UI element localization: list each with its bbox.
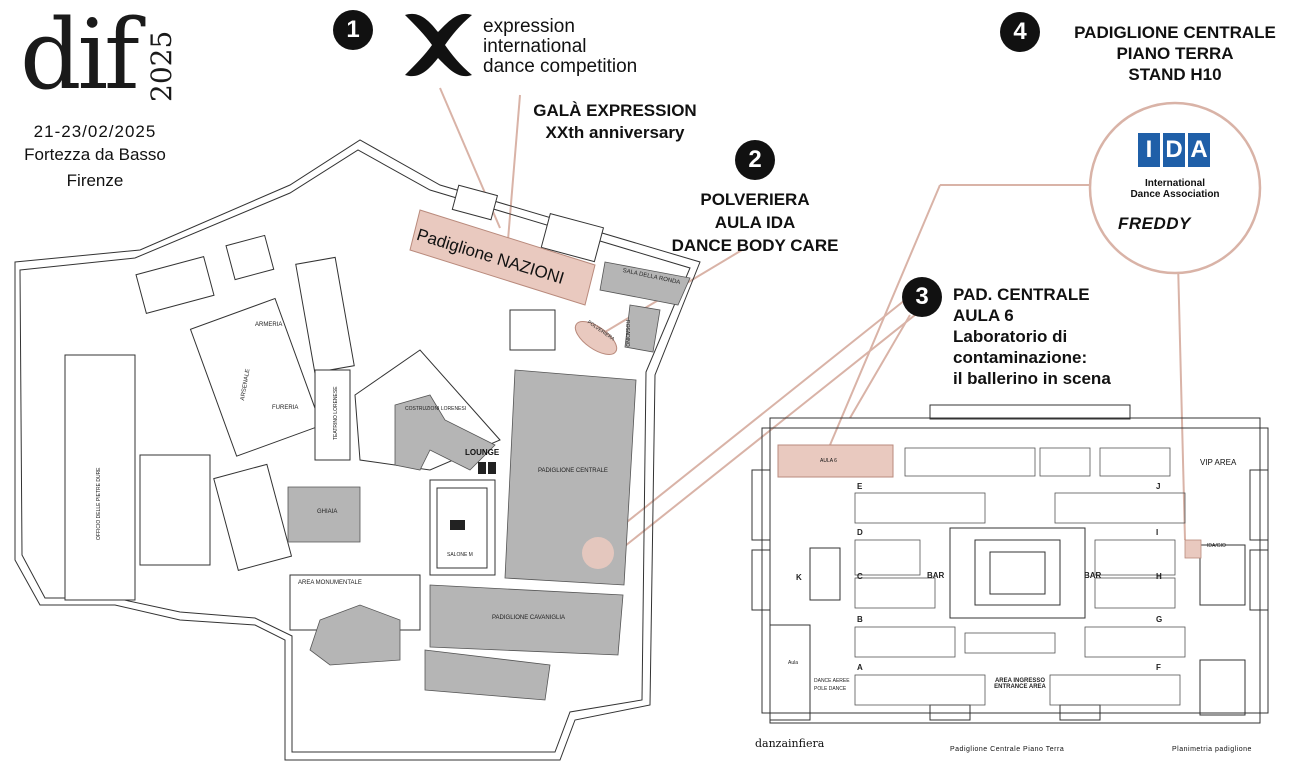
site-map-outline <box>14 139 701 761</box>
ida-letter-i: I <box>1138 133 1160 167</box>
marker-2-line2: AULA IDA <box>714 213 796 232</box>
row-d: D <box>857 528 863 537</box>
expression-brand-line1: expression <box>483 16 575 37</box>
site-buildings <box>287 261 691 701</box>
marker-2-line3: DANCE BODY CARE <box>671 236 839 255</box>
event-venue: Fortezza da Basso <box>24 145 166 164</box>
entrance-line2: ENTRANCE AREA <box>994 684 1046 690</box>
entrance-line1: AREA INGRESSO <box>994 678 1046 684</box>
ida-letter-d: D <box>1163 133 1185 167</box>
row-g: G <box>1156 615 1163 624</box>
ida-name: International Dance Association <box>1105 178 1245 200</box>
row-a: A <box>857 663 863 672</box>
aula-6-label: AULA 6 <box>820 458 837 464</box>
costruzioni-label: COSTRUZIONI LORENESI <box>405 406 467 412</box>
entrance-area-label: AREA INGRESSO ENTRANCE AREA <box>975 678 1065 690</box>
lounge-label: LOUNGE <box>465 448 500 457</box>
event-city: Firenze <box>66 171 124 190</box>
freddy-logo: FREDDY <box>1118 214 1191 233</box>
marker-2-text: POLVERIERA AULA IDA DANCE BODY CARE <box>650 188 860 257</box>
marker-4-badge: 4 <box>1000 12 1040 52</box>
bar-left-label: BAR <box>927 571 945 580</box>
polveriera-shape <box>574 321 618 355</box>
row-k: K <box>796 573 802 582</box>
marker-2-line1: POLVERIERA <box>700 190 810 209</box>
left-small-1: Aula <box>788 660 799 666</box>
row-j: J <box>1156 482 1161 491</box>
marker-4-text: PADIGLIONE CENTRALE PIANO TERRA STAND H1… <box>1060 22 1290 85</box>
ghiaia-label: GHIAIA <box>317 509 338 515</box>
row-h: H <box>1156 572 1162 581</box>
marker-4-line1: PADIGLIONE CENTRALE <box>1074 23 1276 42</box>
row-b: B <box>857 615 863 624</box>
footer-mid: Padiglione Centrale Piano Terra <box>950 746 1065 753</box>
event-dates: 21-23/02/2025 <box>33 122 157 141</box>
stand-label: IDA/GIO <box>1207 543 1226 549</box>
floor-stands <box>854 447 1186 706</box>
marker-1-badge: 1 <box>333 10 373 50</box>
fureria-label: FURERIA <box>272 405 299 411</box>
expression-brand-line2: international <box>483 36 587 57</box>
marker-3-line2: AULA 6 <box>953 306 1014 325</box>
footer-brand: danzainfiera <box>755 737 825 750</box>
pad-cavaniglia-label: PADIGLIONE CAVANIGLIA <box>492 615 566 621</box>
ida-name-line1: International <box>1144 178 1205 189</box>
row-f: F <box>1156 663 1161 672</box>
pad-centrale-label: PADIGLIONE CENTRALE <box>538 468 608 474</box>
marker-3-line4: contaminazione: <box>953 348 1088 367</box>
row-e: E <box>857 482 863 491</box>
marker-2-badge: 2 <box>735 140 775 180</box>
floor-plan <box>751 404 1269 724</box>
marker-3-badge: 3 <box>902 277 942 317</box>
armeria-label: ARMERIA <box>255 322 283 328</box>
salone-m-label: SALONE M <box>447 552 473 558</box>
ida-letter-a: A <box>1188 133 1210 167</box>
ida-callout-circle <box>1088 101 1262 275</box>
left-small-2: DANCE AEREE <box>814 678 850 684</box>
row-c: C <box>857 572 863 581</box>
marker-3-text: PAD. CENTRALE AULA 6 Laboratorio di cont… <box>953 284 1111 389</box>
marker-3-line1: PAD. CENTRALE <box>953 285 1090 304</box>
aula-6-highlight <box>582 537 614 569</box>
rosadino-label: ROSADINO <box>624 320 630 347</box>
gala-subtitle: XXth anniversary <box>545 123 685 142</box>
marker-3-line5: il ballerino in scena <box>953 369 1111 388</box>
ida-logo: I D A <box>1138 133 1210 167</box>
vip-area-label: VIP AREA <box>1200 458 1237 467</box>
marker-3-line3: Laboratorio di <box>953 327 1068 346</box>
bar-right-label: BAR <box>1084 571 1102 580</box>
expression-brand-line3: dance competition <box>483 56 638 77</box>
marker-4-line2: PIANO TERRA <box>1116 44 1234 63</box>
officio-label: OFFICIO DELLE PIETRE DURE <box>96 467 102 540</box>
footer-right: Planimetria padiglione <box>1172 746 1252 753</box>
area-monumentale-label: AREA MONUMENTALE <box>298 580 362 586</box>
ida-name-line2: Dance Association <box>1130 189 1220 200</box>
aula-6-room <box>777 444 894 478</box>
teatrino-label: TEATRINO LORENESE <box>333 386 339 440</box>
marker-4-line3: STAND H10 <box>1128 65 1222 84</box>
dif-logo: dif <box>20 0 140 111</box>
connector-lines <box>439 87 1186 551</box>
stand-h10 <box>1184 539 1202 559</box>
expression-logo-mark <box>405 13 472 77</box>
gala-title: GALÀ EXPRESSION <box>533 101 697 120</box>
row-i: I <box>1156 528 1159 537</box>
padiglione-nazioni-shape <box>409 209 596 306</box>
left-small-3: POLE DANCE <box>814 686 847 692</box>
